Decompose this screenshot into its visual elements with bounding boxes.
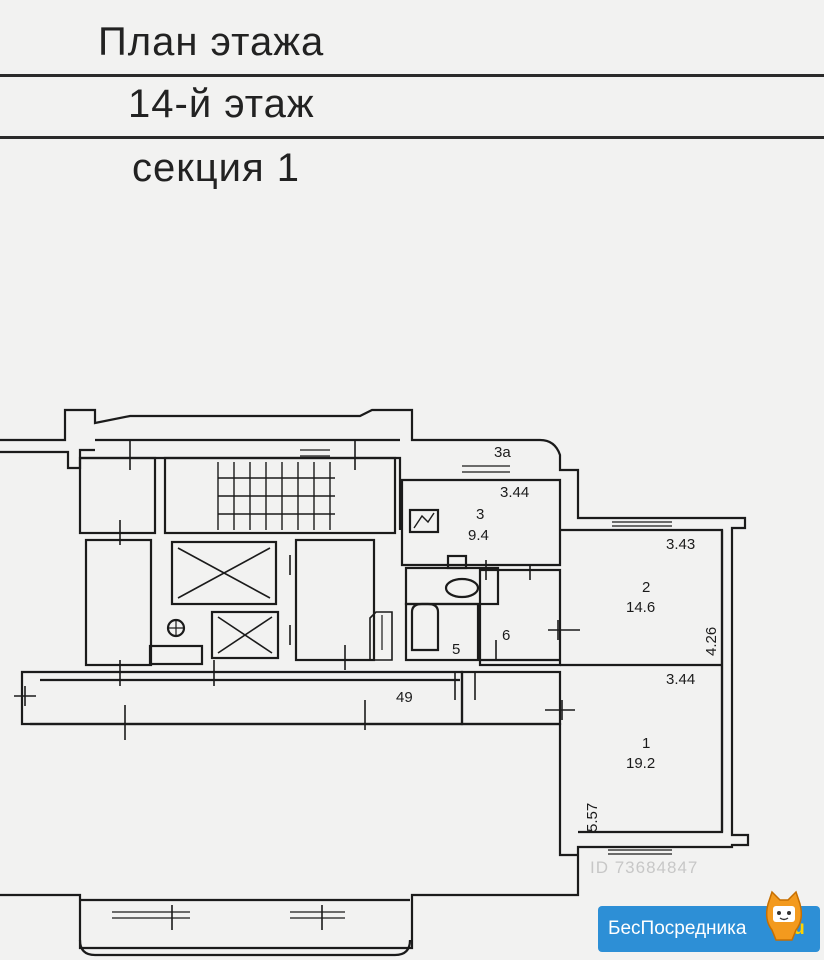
dim-344-top: 3.44 (500, 484, 529, 501)
room-1-area: 19.2 (626, 755, 655, 772)
room-3-area: 9.4 (468, 527, 489, 544)
floor-label: 14-й этаж (128, 82, 315, 126)
watermark-id: ID 73684847 (590, 858, 699, 877)
room-6-number: 6 (502, 627, 510, 644)
dim-426: 4.26 (703, 627, 720, 656)
divider-2 (0, 136, 824, 139)
room-5-number: 5 (452, 641, 460, 658)
room-1-number: 1 (642, 735, 650, 752)
dim-344-mid: 3.44 (666, 671, 695, 688)
floor-plan: 3а 3.44 3 9.4 3.43 2 14.6 4.26 5 6 3.44 … (0, 408, 750, 957)
room-3-number: 3 (476, 506, 484, 523)
divider-1 (0, 74, 824, 77)
room-2-number: 2 (642, 579, 650, 596)
dim-343: 3.43 (666, 536, 695, 553)
dim-557: 5.57 (584, 803, 601, 832)
cat-mascot-icon (765, 890, 803, 941)
plan-title: План этажа (98, 20, 325, 64)
room-3a-number: 3а (494, 444, 511, 461)
section-label: секция 1 (132, 146, 301, 190)
title-block: План этажа 14-й этаж секция 1 (0, 0, 824, 200)
badge-text: БесПосредника (608, 918, 747, 939)
corridor-49-number: 49 (396, 689, 413, 706)
room-2-area: 14.6 (626, 599, 655, 616)
